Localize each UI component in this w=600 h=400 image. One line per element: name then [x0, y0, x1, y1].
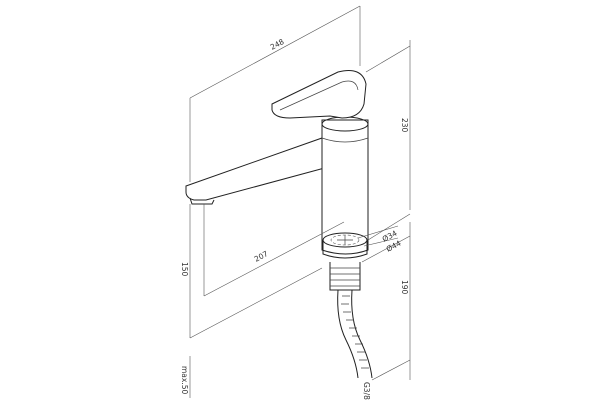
base-mount — [322, 240, 368, 259]
dim-height-ext-top — [365, 45, 411, 73]
column-band — [321, 137, 369, 143]
supply-hose-left — [337, 289, 359, 379]
lever-handle — [271, 70, 367, 119]
base-cross — [337, 235, 353, 245]
label-base-height: 190 — [400, 280, 409, 295]
hose-braid — [341, 295, 369, 369]
dim-base-ext-bottom — [371, 359, 411, 381]
dim-base-ext-top — [361, 235, 411, 263]
supply-hose-right — [351, 289, 373, 379]
label-thread: G3/8 — [362, 382, 371, 400]
spout — [185, 137, 333, 201]
dim-height-ext-bottom — [367, 213, 411, 241]
label-height-total: 230 — [400, 118, 409, 133]
label-width-total: 248 — [269, 37, 286, 52]
dim-reach-line — [203, 221, 345, 297]
threaded-stud — [329, 262, 361, 291]
dimension-lines — [189, 5, 411, 398]
dimension-labels: 248 230 207 150 190 max.50 Ø34 Ø44 G3/8 — [180, 37, 409, 400]
spout-tip — [189, 197, 215, 205]
dim-width-line — [189, 5, 361, 99]
faucet-body — [185, 70, 373, 379]
dim-base-ref — [189, 267, 323, 339]
label-max-thickness: max.50 — [180, 366, 189, 394]
lever-edge — [279, 80, 359, 111]
label-reach: 207 — [253, 249, 270, 264]
thread-lines — [330, 267, 360, 287]
dim-dia-34-leader — [357, 225, 399, 239]
label-spout-height: 150 — [180, 262, 189, 277]
dim-dia-44-leader — [363, 237, 399, 247]
